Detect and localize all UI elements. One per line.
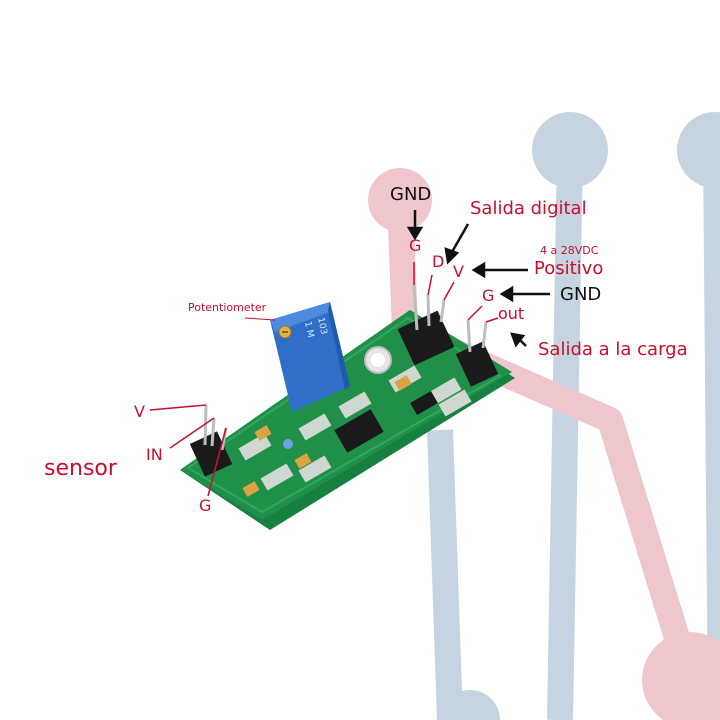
label-pin-g-right: G <box>482 286 495 305</box>
label-pin-v-top: V <box>453 262 464 281</box>
pot-marking-1: 103 <box>315 317 328 336</box>
potentiometer-leader <box>244 317 276 321</box>
label-sensor-v: V <box>134 402 145 421</box>
label-positivo: Positivo <box>534 258 604 279</box>
annotation-arrows <box>406 210 550 348</box>
label-voltage-range: 4 a 28VDC <box>540 244 599 257</box>
label-sensor-in: IN <box>146 445 163 464</box>
pcb-board <box>180 310 515 530</box>
background-blue-network <box>427 112 720 720</box>
pot-marking-2: 1 M <box>302 321 315 339</box>
label-sensor-g: G <box>199 496 212 515</box>
output-header-1 <box>397 284 455 366</box>
label-gnd-top: GND <box>390 184 432 205</box>
label-pin-g-top: G <box>409 236 422 255</box>
label-sensor: sensor <box>44 456 117 481</box>
label-pin-d: D <box>432 252 445 271</box>
label-pin-out: out <box>498 304 525 323</box>
label-potentiometer: Potentiometer <box>188 301 267 314</box>
label-gnd-right: GND <box>560 284 602 305</box>
potentiometer <box>270 302 350 412</box>
label-salida-digital: Salida digital <box>470 198 587 219</box>
label-salida-carga: Salida a la carga <box>538 339 688 360</box>
output-header-2 <box>455 319 499 387</box>
annotation-leaders <box>149 262 499 497</box>
